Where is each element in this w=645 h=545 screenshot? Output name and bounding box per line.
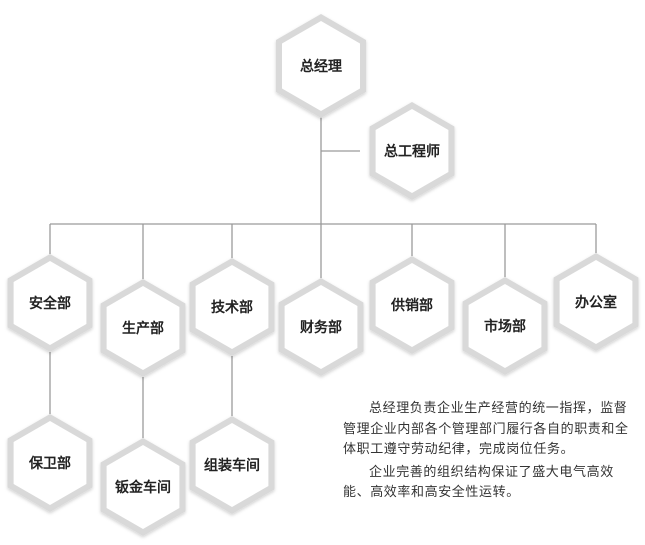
node-label: 总工程师 (384, 143, 440, 160)
node-label: 市场部 (484, 318, 526, 335)
node-dept-finance: 财务部 (278, 278, 364, 376)
node-label: 安全部 (29, 295, 71, 312)
node-dept-technical: 技术部 (189, 258, 275, 356)
hexagon-face (468, 284, 542, 368)
hexagon-face (282, 21, 360, 111)
node-chief-engineer: 总工程师 (369, 102, 455, 200)
node-label: 技术部 (211, 299, 253, 316)
hexagon-face (106, 286, 180, 370)
hexagon-face (375, 109, 449, 193)
node-dept-safety: 安全部 (7, 254, 93, 352)
hexagon-face (195, 265, 269, 349)
node-sub-sheetmetal-workshop: 钣金车间 (100, 438, 186, 536)
hexagon-face (375, 263, 449, 347)
node-general-manager: 总经理 (276, 14, 366, 118)
hexagon-face (284, 285, 358, 369)
node-label: 总经理 (300, 58, 342, 75)
node-dept-production: 生产部 (100, 279, 186, 377)
node-label: 供销部 (390, 297, 433, 314)
hexagon-face (195, 423, 269, 507)
node-dept-supply-sales: 供销部 (369, 256, 455, 354)
node-label: 钣金车间 (115, 479, 171, 496)
node-dept-marketing: 市场部 (462, 277, 548, 375)
node-label: 组装车间 (204, 457, 260, 474)
hexagon-face (13, 421, 87, 505)
description-text: 总经理负责企业生产经营的统一指挥，监督管理企业内部各个管理部门履行各自的职责和全… (343, 399, 639, 506)
hexagon-face (106, 445, 180, 529)
node-sub-security: 保卫部 (7, 414, 93, 512)
description-paragraph-1: 总经理负责企业生产经营的统一指挥，监督管理企业内部各个管理部门履行各自的职责和全… (343, 401, 629, 457)
node-label: 保卫部 (28, 455, 71, 472)
connector-lines (49, 117, 597, 438)
node-label: 生产部 (122, 320, 164, 337)
node-sub-assembly-workshop: 组装车间 (189, 416, 275, 514)
description-paragraph-2: 企业完善的组织结构保证了盛大电气高效能、高效率和高安全性运转。 (343, 464, 614, 501)
node-label: 办公室 (575, 294, 617, 311)
node-dept-office: 办公室 (553, 253, 639, 351)
hexagon-face (13, 261, 87, 345)
hexagon-face (559, 260, 633, 344)
node-label: 财务部 (299, 319, 342, 336)
